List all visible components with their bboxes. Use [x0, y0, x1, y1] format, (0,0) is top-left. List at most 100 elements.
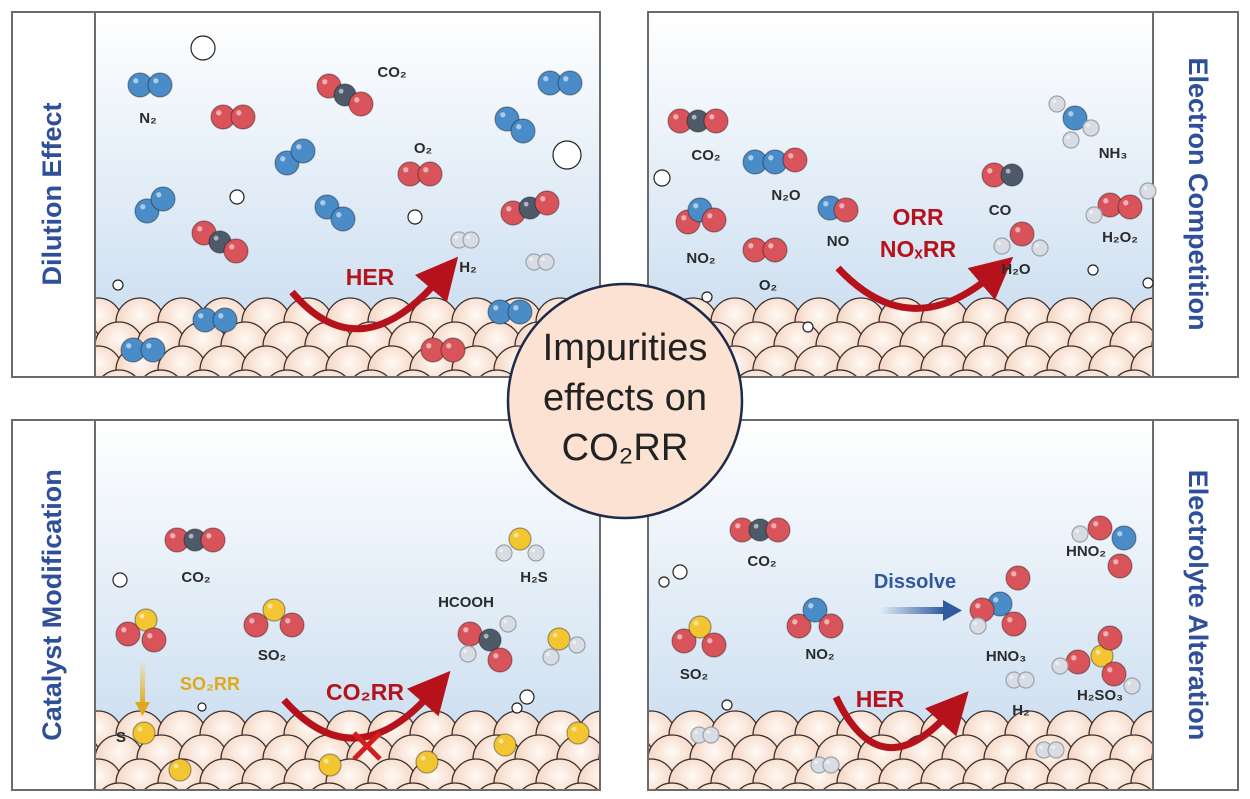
surface-atom: [739, 782, 773, 789]
s-molecule: [318, 753, 342, 777]
surface-atom: [1088, 758, 1138, 789]
surface-atom: [115, 758, 165, 789]
s-molecule: [132, 721, 156, 745]
surface-atom: [577, 758, 599, 789]
gas-bubble: [552, 140, 582, 170]
gas-bubble: [511, 702, 523, 714]
label-h2s: H₂S: [520, 569, 548, 586]
surface-atom: [438, 782, 472, 789]
n2-molecule: [127, 72, 173, 98]
label-h2: H₂: [459, 259, 477, 276]
surface-atom: [907, 782, 941, 789]
surface-atom: [920, 758, 970, 789]
h2s-molecule: [495, 527, 545, 562]
surface-atom: [1046, 758, 1096, 789]
center-title-badge: Impurities effects on CO₂RR: [506, 282, 744, 520]
surface-atom: [1033, 369, 1067, 376]
label-so2: SO₂: [680, 666, 708, 683]
surface-atom: [907, 369, 941, 376]
surface-atom: [270, 782, 304, 789]
n2-molecule: [487, 299, 533, 325]
gas-bubble: [1142, 277, 1154, 289]
no2-molecule: [675, 197, 727, 235]
h2o2-molecule: [1085, 182, 1157, 224]
hno2-molecule: [1071, 515, 1137, 579]
gas-bubble: [701, 291, 713, 303]
s-molecule: [566, 721, 590, 745]
surface-atom: [396, 782, 430, 789]
panel-title: Electron Competition: [1183, 57, 1213, 330]
so2-molecule: [671, 615, 727, 658]
n2-molecule: [120, 337, 166, 363]
process-label-dissolve: Dissolve: [874, 571, 956, 593]
surface-atom: [480, 782, 514, 789]
surface-atom: [1075, 782, 1109, 789]
o2-molecule: [420, 337, 466, 363]
panel-title: Catalyst Modification: [37, 469, 67, 741]
n2-molecule: [274, 138, 316, 176]
surface-atom: [493, 758, 543, 789]
label-hno3: HNO₃: [986, 648, 1026, 665]
surface-atom: [710, 758, 760, 789]
reaction-label-her: HER: [346, 264, 395, 290]
gas-bubble: [802, 321, 814, 333]
reaction-label-her: HER: [856, 686, 905, 712]
panel-catalyst-modification: Catalyst Modification: [11, 419, 601, 791]
surface-atom: [102, 782, 136, 789]
center-line-2: effects on: [543, 377, 707, 419]
label-no: NO: [827, 233, 850, 250]
label-nh3: NH₃: [1099, 145, 1128, 162]
o2-molecule: [397, 161, 443, 187]
surface-atom: [144, 369, 178, 376]
catalyst-surface: [649, 710, 1152, 789]
surface-atom: [865, 782, 899, 789]
center-line-3: CO₂RR: [562, 427, 689, 469]
surface-atom: [1117, 369, 1151, 376]
reaction-label-co2rr: CO₂RR: [326, 679, 404, 705]
surface-atom: [480, 369, 514, 376]
surface-atom: [823, 369, 857, 376]
label-hcooh: HCOOH: [438, 594, 494, 611]
label-o2: O₂: [759, 277, 777, 294]
label-h2o2: H₂O₂: [1102, 229, 1138, 246]
surface-atom: [655, 782, 689, 789]
o2-molecule: [742, 237, 788, 263]
o2-molecule: [210, 104, 256, 130]
no2-molecule: [786, 597, 844, 639]
label-h2: H₂: [1012, 702, 1030, 719]
surface-atom: [186, 369, 220, 376]
surface-atom: [823, 782, 857, 789]
surface-atom: [438, 369, 472, 376]
n2-molecule: [314, 194, 356, 232]
label-co2: CO₂: [691, 147, 720, 164]
label-co2: CO₂: [181, 569, 210, 586]
surface-atom: [836, 758, 886, 789]
surface-atom: [781, 782, 815, 789]
gas-bubble: [658, 576, 670, 588]
surface-atom: [367, 758, 417, 789]
surface-atom: [396, 369, 430, 376]
surface-atom: [354, 369, 388, 376]
gas-bubble: [672, 564, 688, 580]
label-h2so3: H₂SO₃: [1077, 687, 1123, 704]
h2-molecule: [450, 231, 480, 249]
surface-atom: [1004, 758, 1054, 789]
surface-atom: [739, 369, 773, 376]
blocked-x-icon: [352, 731, 382, 761]
reaction-label-noxrr: NOₓRR: [880, 236, 957, 262]
surface-atom: [668, 758, 718, 789]
co2-molecule: [164, 527, 226, 553]
surface-atom: [878, 758, 928, 789]
surface-atom: [697, 782, 731, 789]
n2-molecule: [494, 106, 536, 144]
center-line-1: Impurities: [543, 327, 708, 369]
label-s: S: [116, 729, 126, 746]
label-n2: N₂: [139, 110, 157, 127]
reaction-label-so2rr: SO₂RR: [180, 674, 240, 694]
gas-bubble: [519, 689, 535, 705]
surface-atom: [649, 758, 676, 789]
label-no2: NO₂: [805, 646, 834, 663]
surface-atom: [564, 782, 598, 789]
co2-molecule: [667, 108, 729, 134]
co2-molecule: [729, 517, 791, 543]
